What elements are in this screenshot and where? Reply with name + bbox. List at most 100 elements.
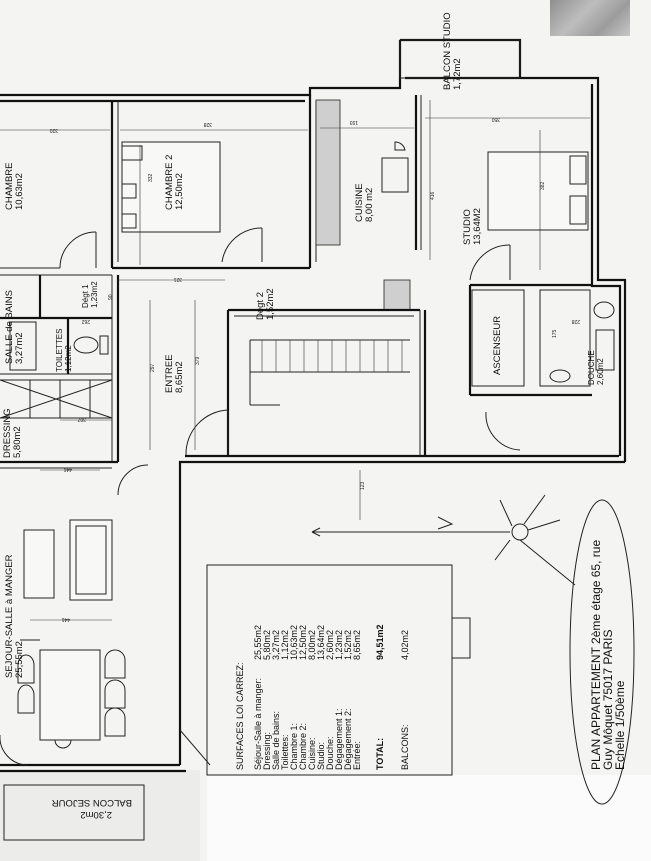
- title-block: PLAN APPARTEMENT 2ème étage 65, rue Guy …: [589, 540, 627, 770]
- room-balcon-studio: BALCON STUDIO 1,72m2: [442, 12, 463, 90]
- svg-text:5,80m2: 5,80m2: [262, 630, 272, 660]
- title-line-2: Guy Môquet 75017 PARIS: [601, 629, 615, 770]
- svg-text:1,52m2: 1,52m2: [343, 630, 353, 660]
- svg-text:SALLE de BAINS: SALLE de BAINS: [4, 290, 15, 364]
- interior-walls: [0, 95, 592, 469]
- dimension-labels: 320 328 193 350 332 416 382 321 90 262 2…: [49, 116, 580, 622]
- svg-text:CHAMBRE 2: CHAMBRE 2: [164, 155, 175, 210]
- svg-text:13,64M2: 13,64M2: [472, 208, 483, 245]
- surface-table-frame: [206, 564, 453, 776]
- svg-text:12,50m2: 12,50m2: [298, 625, 308, 660]
- room-degt-1: Dégt 1 1,23m2: [81, 281, 99, 308]
- room-salle-de-bains: SALLE de BAINS 3,27m2: [4, 290, 25, 364]
- svg-text:10,63m2: 10,63m2: [289, 625, 299, 660]
- dim-123: 123: [360, 481, 366, 490]
- title-oval: [569, 499, 635, 805]
- room-degt-2: Degt 2 1,52m2: [255, 288, 276, 320]
- svg-text:TOILETTES: TOILETTES: [55, 329, 64, 372]
- title-line-1: PLAN APPARTEMENT 2ème étage 65, rue: [589, 540, 603, 770]
- room-sejour: SEJOUR-SALLE à MANGER 25,55m2: [4, 554, 25, 678]
- table-rows: Séjour-Salle à manger: 25,55m2 Dressing:…: [253, 625, 362, 770]
- svg-text:1,52m2: 1,52m2: [265, 288, 276, 320]
- room-dressing: DRESSING 5,80m2: [2, 408, 23, 458]
- dim-193: 193: [349, 119, 358, 125]
- dim-262: 262: [81, 318, 90, 324]
- surface-table: SURFACES LOI CARREZ: Séjour-Salle à mang…: [235, 624, 410, 770]
- svg-text:8,65m2: 8,65m2: [352, 630, 362, 660]
- svg-text:Degt 2: Degt 2: [255, 292, 266, 320]
- doors: [0, 227, 521, 766]
- room-balcon-sejour: BALCON SEJOUR 2,30m2: [52, 797, 132, 820]
- dim-321: 321: [173, 276, 182, 282]
- svg-text:Dégt 1: Dégt 1: [81, 284, 90, 308]
- total-label: TOTAL:: [375, 738, 385, 770]
- svg-text:1,12m2: 1,12m2: [280, 630, 290, 660]
- room-studio: STUDIO 13,64M2: [462, 208, 483, 245]
- dim-350: 350: [491, 116, 500, 122]
- svg-text:DOUCHE: DOUCHE: [587, 350, 596, 385]
- svg-text:8,00 m2: 8,00 m2: [364, 188, 375, 222]
- svg-text:ASCENSEUR: ASCENSEUR: [492, 316, 503, 375]
- svg-text:Séjour-Salle à manger:: Séjour-Salle à manger:: [253, 678, 263, 770]
- svg-text:Entrée:: Entrée:: [352, 741, 362, 770]
- dim-446-a: 446: [63, 466, 72, 472]
- dimension-lines: [0, 100, 590, 621]
- svg-text:Cuisine:: Cuisine:: [307, 737, 317, 770]
- dim-332: 332: [148, 173, 154, 182]
- room-toilettes: TOILETTES 1,12m2: [55, 329, 73, 372]
- balcons-label: BALCONS:: [400, 724, 410, 770]
- staircase: [249, 339, 410, 406]
- dim-328: 328: [203, 121, 212, 127]
- svg-text:3,27m2: 3,27m2: [14, 332, 25, 364]
- svg-text:1,23m2: 1,23m2: [90, 281, 99, 308]
- dim-175: 175: [552, 329, 558, 338]
- room-entree: ENTREE 8,65m2: [164, 354, 185, 393]
- corner-stamp: [550, 0, 630, 36]
- dim-297: 297: [150, 363, 156, 372]
- title-line-3: Echelle 1/50ème: [613, 680, 627, 770]
- svg-text:STUDIO: STUDIO: [462, 209, 473, 245]
- svg-text:Chambre 1:: Chambre 1:: [289, 723, 299, 770]
- svg-text:DRESSING: DRESSING: [2, 408, 13, 458]
- svg-text:1,23m2: 1,23m2: [334, 630, 344, 660]
- svg-text:8,65m2: 8,65m2: [174, 361, 185, 393]
- dim-90: 90: [108, 294, 114, 300]
- svg-text:BALCON SEJOUR: BALCON SEJOUR: [52, 797, 132, 808]
- svg-text:Dégagement 1:: Dégagement 1:: [334, 708, 344, 770]
- svg-text:CHAMBRE: CHAMBRE: [4, 162, 15, 210]
- svg-text:Douche:: Douche:: [325, 736, 335, 770]
- room-cuisine: CUISINE 8,00 m2: [354, 183, 375, 222]
- room-labels: CHAMBRE 10,63m2 CHAMBRE 2 12,50m2 CUISIN…: [2, 12, 605, 841]
- svg-text:Dressing:: Dressing:: [262, 732, 272, 770]
- dim-416: 416: [430, 191, 436, 200]
- dim-446-b: 446: [61, 616, 70, 622]
- room-ascenseur: ASCENSEUR: [492, 316, 503, 375]
- room-chambre-2: CHAMBRE 2 12,50m2: [164, 155, 185, 210]
- svg-text:10,63m2: 10,63m2: [14, 173, 25, 210]
- svg-text:5,80m2: 5,80m2: [12, 426, 23, 458]
- svg-text:25,55m2: 25,55m2: [14, 641, 25, 678]
- svg-text:Studio:: Studio:: [316, 742, 326, 770]
- room-douche: DOUCHE 2,60m2: [587, 350, 605, 385]
- paper-sheet-overlay: [207, 775, 651, 861]
- svg-text:13,64m2: 13,64m2: [316, 625, 326, 660]
- dim-320: 320: [49, 127, 58, 133]
- svg-text:2,60m2: 2,60m2: [596, 358, 605, 385]
- compass-sketch: [311, 494, 576, 586]
- balcons-value: 4,02m2: [400, 630, 410, 660]
- svg-text:1,72m2: 1,72m2: [452, 58, 463, 90]
- svg-text:12,50m2: 12,50m2: [174, 173, 185, 210]
- svg-text:Toilettes:: Toilettes:: [280, 734, 290, 770]
- room-chambre-1: CHAMBRE 10,63m2: [4, 162, 25, 210]
- svg-text:2,60m2: 2,60m2: [325, 630, 335, 660]
- furniture: [9, 39, 615, 749]
- dim-228: 228: [571, 318, 580, 324]
- table-title: SURFACES LOI CARREZ:: [235, 662, 245, 770]
- svg-text:8,00m2: 8,00m2: [307, 630, 317, 660]
- svg-text:Dégagement 2:: Dégagement 2:: [343, 708, 353, 770]
- svg-text:25,55m2: 25,55m2: [253, 625, 263, 660]
- svg-text:SEJOUR-SALLE à MANGER: SEJOUR-SALLE à MANGER: [4, 554, 15, 678]
- svg-text:ENTREE: ENTREE: [164, 354, 175, 393]
